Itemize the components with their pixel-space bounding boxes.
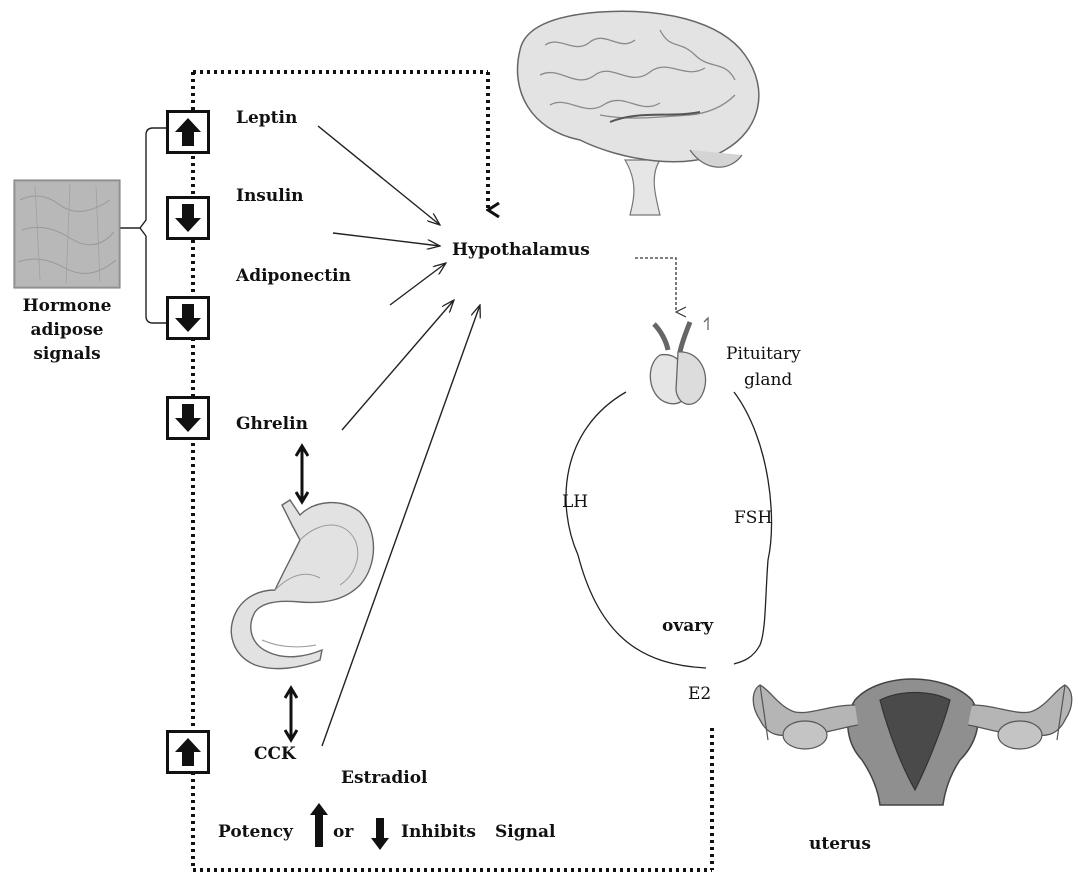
insulin-label: Insulin [236,186,304,206]
estradiol-up-box [166,730,210,774]
fsh-label: FSH [734,508,772,528]
fsh-loop [734,392,772,664]
cck-label: CCK [254,744,296,764]
down-arrow-icon [169,199,207,237]
brain-illustration [518,11,759,215]
adiponectin-down-box [166,296,210,340]
bracket-lower [146,236,167,323]
ghrelin-down-box [166,396,210,440]
e2-label: E2 [688,684,711,704]
bracket-upper [120,128,167,228]
adiponectin-label: Adiponectin [236,266,351,286]
legend-signal: Signal [495,822,555,842]
adipose-label-line3: signals [14,344,120,364]
down-arrow-icon [169,299,207,337]
legend-up-arrow-icon [310,803,328,847]
pituitary-illustration [650,318,708,404]
adiponectin-arrow [390,263,446,305]
estradiol-label: Estradiol [341,768,428,788]
up-arrow-icon [169,733,207,771]
stomach-illustration [231,500,373,669]
up-arrow-icon [169,113,207,151]
leptin-label: Leptin [236,108,297,128]
leptin-up-box [166,110,210,154]
insulin-arrow [333,233,440,246]
leptin-arrow [318,126,440,225]
ghrelin-label: Ghrelin [236,414,308,434]
pituitary-label-line1: Pituitary [726,344,801,364]
legend-down-arrow-icon [371,818,389,850]
legend-inhibits: Inhibits [401,822,476,842]
uterus-label: uterus [809,834,871,854]
ghrelin-arrow [342,300,454,430]
hypothalamus-to-pituitary [635,258,676,312]
pituitary-label-line2: gland [744,370,792,390]
hypothalamus-label: Hypothalamus [452,240,590,260]
adipose-label-line1: Hormone [14,296,120,316]
legend-or: or [333,822,353,842]
legend-potency: Potency [218,822,293,842]
insulin-down-box [166,196,210,240]
lh-label: LH [562,492,588,512]
down-arrow-icon [169,399,207,437]
adipose-label-line2: adipose [14,320,120,340]
adipose-tissue-image [14,180,120,288]
ovary-label: ovary [662,616,713,636]
uterus-illustration [753,679,1072,805]
